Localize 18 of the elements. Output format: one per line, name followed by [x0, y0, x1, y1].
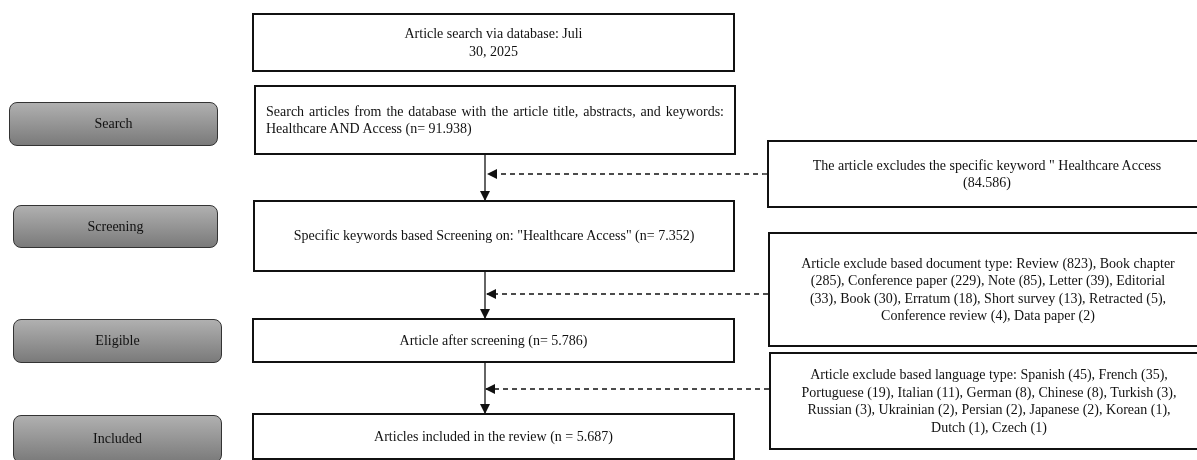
stage-label: Eligible: [13, 319, 222, 363]
process-box: Specific keywords based Screening on: "Healthcare Access" (n= 7.352): [253, 200, 735, 272]
dashed-arrow: [487, 169, 768, 179]
stage-label: Search: [9, 102, 218, 146]
arrow: [480, 362, 490, 414]
dashed-arrow: [485, 384, 770, 394]
process-box: Articles included in the review (n = 5.687): [252, 413, 735, 460]
process-box: Article exclude based document type: Review (823), Book chapter (285), Conference paper (229), Note (85), Letter (39), Editorial (33), Book (30), Erratum (18), Short survey (13), Retracted (5), Conference review (4), Data paper (2): [768, 232, 1197, 347]
process-box: Article after screening (n= 5.786): [252, 318, 735, 363]
process-box: The article excludes the specific keyword " Healthcare Access (84.586): [767, 140, 1197, 208]
dashed-arrow: [486, 289, 769, 299]
stage-label: Included: [13, 415, 222, 460]
arrow: [480, 154, 490, 201]
process-box: Search articles from the database with the article title, abstracts, and keywords: Healthcare AND Access (n= 91.938): [254, 85, 736, 155]
process-box: Article exclude based language type: Spanish (45), French (35), Portuguese (19), Italian (11), German (8), Chinese (8), Turkish (3), Russian (3), Ukrainian (2), Persian (2), Japanese (2), Korean (1), Dutch (1), Czech (1): [769, 352, 1197, 450]
stage-label: Screening: [13, 205, 218, 248]
process-box: Article search via database: Juli 30, 2025: [252, 13, 735, 72]
arrow: [480, 271, 490, 319]
